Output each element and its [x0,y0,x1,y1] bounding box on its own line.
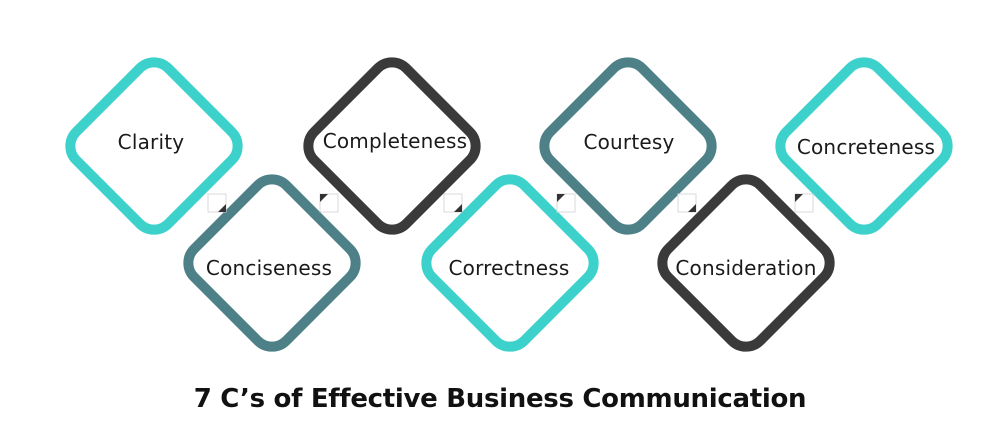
label-completeness: Completeness [322,129,468,153]
label-courtesy: Courtesy [583,130,675,154]
diamond-correctness [421,174,599,352]
corner-fold-mark [794,193,814,213]
label-concreteness: Concreteness [796,135,936,159]
page-title: 7 C’s of Effective Business Communicatio… [193,384,807,414]
corner-fold-mark [443,193,463,213]
diamond-consideration [657,174,835,352]
corner-fold-mark [207,193,227,213]
corner-fold-mark [319,193,339,213]
label-conciseness: Conciseness [205,256,333,280]
diamond-courtesy [539,57,717,235]
label-correctness: Correctness [448,256,570,280]
diamond-concreteness [775,57,953,235]
diamond-clarity [65,57,243,235]
corner-fold-mark [556,193,576,213]
label-clarity: Clarity [117,130,185,154]
corner-fold-mark [677,193,697,213]
diamond-completeness [303,57,481,235]
diamond-conciseness [183,174,361,352]
label-consideration: Consideration [675,256,817,280]
